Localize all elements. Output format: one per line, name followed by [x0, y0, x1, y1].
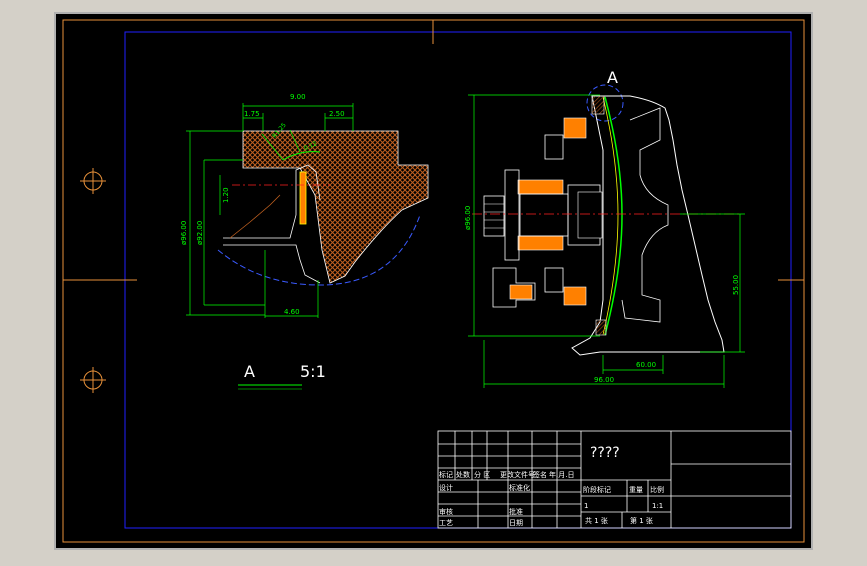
- title-block: ???? 标记 处数 分 区 更改文件号 签名 年.月.日 设计 标准化 阶段标…: [437, 430, 792, 529]
- diaphragm: [604, 96, 623, 336]
- detail-callout-circle: [586, 84, 624, 122]
- housing-inner: [621, 107, 669, 323]
- dim-top-left: 1.75: [244, 110, 260, 118]
- hdr-date: 年.月.日: [549, 470, 574, 479]
- diaphragm-inner: [602, 96, 619, 336]
- yoke: [504, 169, 520, 261]
- radius-arc: [282, 151, 321, 161]
- scale-value: 1:1: [652, 502, 663, 510]
- magnet-top: [517, 179, 564, 195]
- detail-label-letter: A: [244, 362, 255, 381]
- core-inner: [577, 191, 603, 239]
- hdr-mark: 标记: [439, 470, 453, 479]
- lbl-stage-mark: 阶段标记: [583, 485, 611, 494]
- seal-ring: [299, 171, 307, 225]
- stage-value: 1: [584, 502, 588, 510]
- hdr-change-doc: 更改文件号: [500, 470, 535, 479]
- lbl-date: 日期: [509, 519, 523, 527]
- adjust-screw: [544, 134, 564, 160]
- dim-section-bottom-inner: 60.00: [636, 361, 656, 369]
- binding-holes: [80, 168, 106, 393]
- sheets-total: 共 1 张: [585, 516, 608, 525]
- detail-view-a: 9.00 1.75 2.50 R1.25 0.12 ø96.00 ø92.00 …: [180, 93, 429, 390]
- lbl-check: 审核: [439, 507, 453, 516]
- dim-bottom: 4.60: [284, 308, 300, 316]
- sheet-number: 第 1 张: [630, 516, 653, 525]
- dim-left-inner: ø92.00: [196, 221, 204, 245]
- bolt-head: [483, 195, 505, 237]
- drawing-name: ????: [590, 445, 620, 461]
- detail-boundary: [217, 214, 421, 286]
- terminal: [509, 284, 533, 300]
- dim-top-overall: 9.00: [290, 93, 306, 101]
- dim-section-bottom-outer: 96.00: [594, 376, 614, 384]
- hdr-zone: 分 区: [474, 470, 490, 479]
- coil-bottom: [563, 286, 587, 306]
- hdr-signature: 签名: [533, 470, 547, 479]
- hatch-detail: [229, 194, 281, 239]
- contact-screw: [544, 267, 564, 293]
- dim-left-outer: ø96.00: [180, 221, 188, 245]
- bolt-threads: [484, 203, 504, 229]
- terminal-bracket: [492, 267, 536, 308]
- section-dimensions: [468, 94, 745, 388]
- lbl-scale: 比例: [650, 485, 664, 494]
- canvas-background: [54, 12, 813, 550]
- lbl-approve: 批准: [509, 507, 523, 516]
- lbl-process: 工艺: [439, 519, 453, 527]
- dim-left-small: 1.20: [222, 187, 230, 203]
- housing-section: [242, 130, 429, 284]
- coil-top: [563, 117, 587, 139]
- lbl-design: 设计: [439, 483, 453, 492]
- lbl-standardization: 标准化: [509, 483, 530, 492]
- hdr-count: 处数: [456, 470, 470, 479]
- dim-section-left: ø96.00: [464, 206, 472, 230]
- magnet-bottom: [517, 235, 564, 251]
- dim-top-right: 2.50: [329, 110, 345, 118]
- centering-marks: [63, 20, 804, 281]
- detail-dimensions: [186, 103, 354, 318]
- section-view-letter: A: [607, 68, 618, 87]
- rim-hatch: [591, 95, 605, 115]
- detail-label-scale: 5:1: [300, 362, 326, 381]
- plate-outline: [223, 164, 321, 284]
- main-section-view: A: [464, 68, 745, 388]
- dim-section-right: 55.00: [732, 275, 740, 295]
- rim-hatch-bottom: [595, 319, 607, 336]
- lbl-weight: 重量: [629, 486, 643, 494]
